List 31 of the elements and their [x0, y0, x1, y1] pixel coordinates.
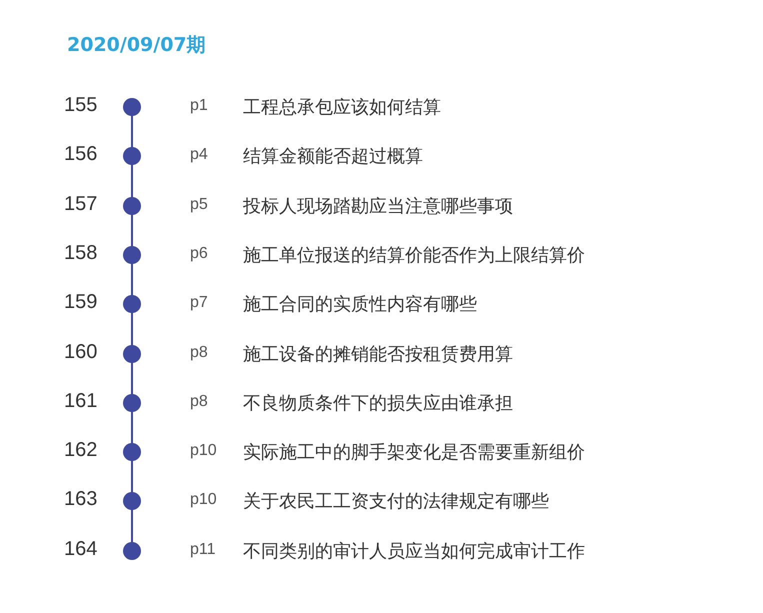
item-number: 157 [64, 192, 98, 216]
article-title: 结算金额能否超过概算 [243, 145, 423, 168]
page-number: p1 [190, 97, 208, 115]
item-number: 156 [64, 143, 98, 166]
page-number: p7 [190, 294, 208, 312]
page-number: p6 [190, 244, 208, 263]
article-title: 关于农民工工资支付的法律规定有哪些 [243, 490, 549, 514]
page-number: p10 [190, 442, 217, 460]
article-title: 不同类别的审计人员应当如何完成审计工作 [243, 540, 585, 563]
page-number: p11 [190, 540, 216, 559]
issue-title: 2020/09/07期 [67, 33, 206, 58]
item-number: 158 [64, 242, 98, 265]
item-number: 161 [64, 390, 98, 413]
article-title: 实际施工中的脚手架变化是否需要重新组价 [243, 441, 585, 464]
article-title: 施工设备的摊销能否按租赁费用算 [243, 342, 513, 366]
page-number: p5 [190, 196, 208, 214]
page-number: p8 [190, 344, 208, 362]
page-number: p4 [190, 146, 208, 164]
article-title: 工程总承包应该如何结算 [243, 96, 441, 119]
item-number: 163 [64, 488, 98, 512]
article-title: 不良物质条件下的损失应由谁承担 [243, 392, 513, 415]
item-number: 160 [64, 340, 98, 364]
item-number: 162 [64, 439, 98, 462]
article-title: 投标人现场踏勘应当注意哪些事项 [243, 194, 513, 218]
article-title: 施工合同的实质性内容有哪些 [243, 293, 477, 316]
page-number: p8 [190, 392, 208, 411]
page-number: p10 [190, 491, 217, 510]
item-number: 159 [64, 291, 98, 314]
item-number: 155 [64, 94, 98, 117]
article-title: 施工单位报送的结算价能否作为上限结算价 [243, 244, 585, 267]
item-number: 164 [64, 538, 98, 561]
